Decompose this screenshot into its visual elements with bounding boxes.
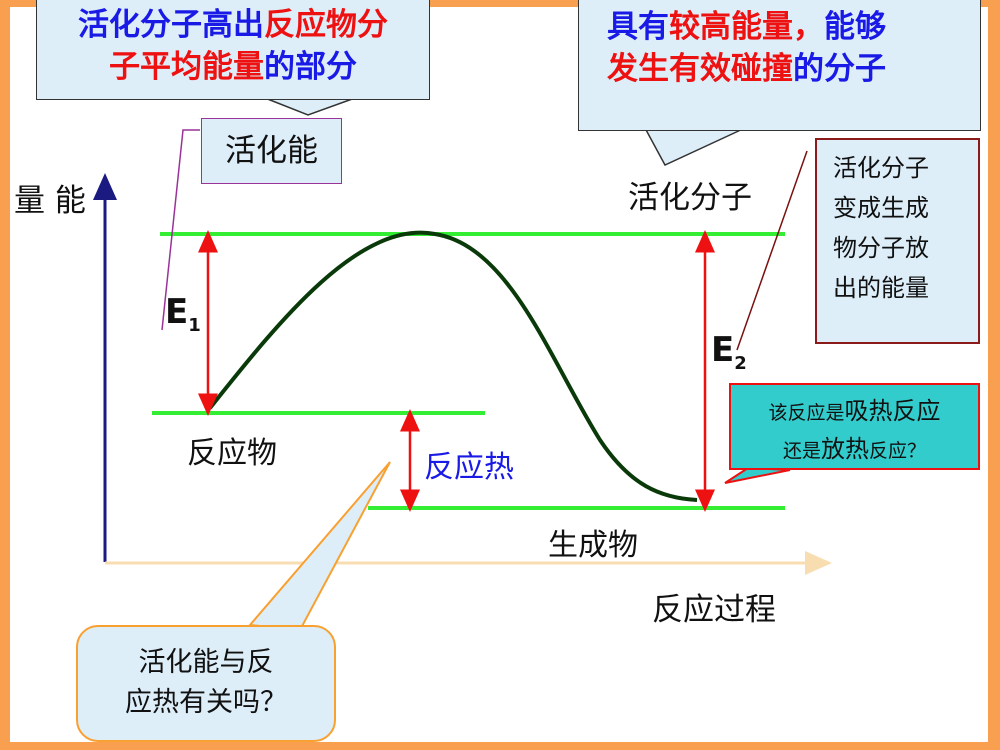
x-axis-label: 反应过程 xyxy=(652,592,776,628)
e1-label: E1 xyxy=(165,292,201,336)
e2-label: E2 xyxy=(711,330,747,374)
question-text: 放热 xyxy=(821,435,869,463)
reactants-label: 反应物 xyxy=(187,436,277,471)
callout-top-left: 活化分子高出反应物分 子平均能量的部分 xyxy=(36,0,430,100)
question-text: 该反应是 xyxy=(768,402,845,424)
callout-text: 子平均能量 xyxy=(109,49,264,85)
callout-text: 发生有效碰撞 xyxy=(607,51,793,87)
callout-top-right: 具有较高能量，能够 发生有效碰撞的分子 xyxy=(578,0,981,131)
e2-connector xyxy=(736,150,808,351)
activation-energy-box: 活化能 xyxy=(201,118,342,184)
callout-line: 活化能与反 xyxy=(138,647,274,678)
e2-subscript: 2 xyxy=(734,352,747,374)
box-line: 变成生成 xyxy=(833,194,929,222)
callout-text: 较高能量， xyxy=(669,9,824,45)
callout-text: 的部分 xyxy=(264,49,357,85)
question-tail xyxy=(724,466,791,484)
callout-tail-top-right xyxy=(643,127,746,166)
y-axis-label: 量 能 xyxy=(14,183,86,219)
question-text: 反应？ xyxy=(869,440,927,462)
activation-connector xyxy=(161,129,200,331)
e1-subscript: 1 xyxy=(188,314,201,336)
bottom-callout-tail xyxy=(247,461,391,632)
bottom-callout: 活化能与反 应热有关吗？ xyxy=(76,625,336,742)
callout-text: 的分子 xyxy=(793,51,886,87)
callout-text: 具有 xyxy=(607,9,669,45)
activated-molecule-label: 活化分子 xyxy=(628,180,752,216)
callout-tail-top-left xyxy=(264,97,356,116)
energy-release-box: 活化分子 变成生成 物分子放 出的能量 xyxy=(815,138,980,344)
e1-letter: E xyxy=(165,292,189,332)
reaction-curve xyxy=(208,230,698,502)
products-label: 生成物 xyxy=(548,528,638,563)
heat-label: 反应热 xyxy=(424,450,514,485)
box-line: 物分子放 xyxy=(833,234,929,262)
box-line: 活化分子 xyxy=(833,154,929,182)
callout-text: 活化分子高出 xyxy=(78,7,264,43)
callout-text: 能够 xyxy=(824,9,886,45)
question-text: 吸热反应 xyxy=(844,397,941,425)
callout-text: 反应物分 xyxy=(264,7,388,43)
box-line: 出的能量 xyxy=(833,274,929,302)
callout-line: 应热有关吗？ xyxy=(125,687,287,718)
e2-letter: E xyxy=(711,330,735,370)
question-text: 还是 xyxy=(782,440,821,462)
question-box: 该反应是吸热反应 还是放热反应？ xyxy=(729,383,980,470)
